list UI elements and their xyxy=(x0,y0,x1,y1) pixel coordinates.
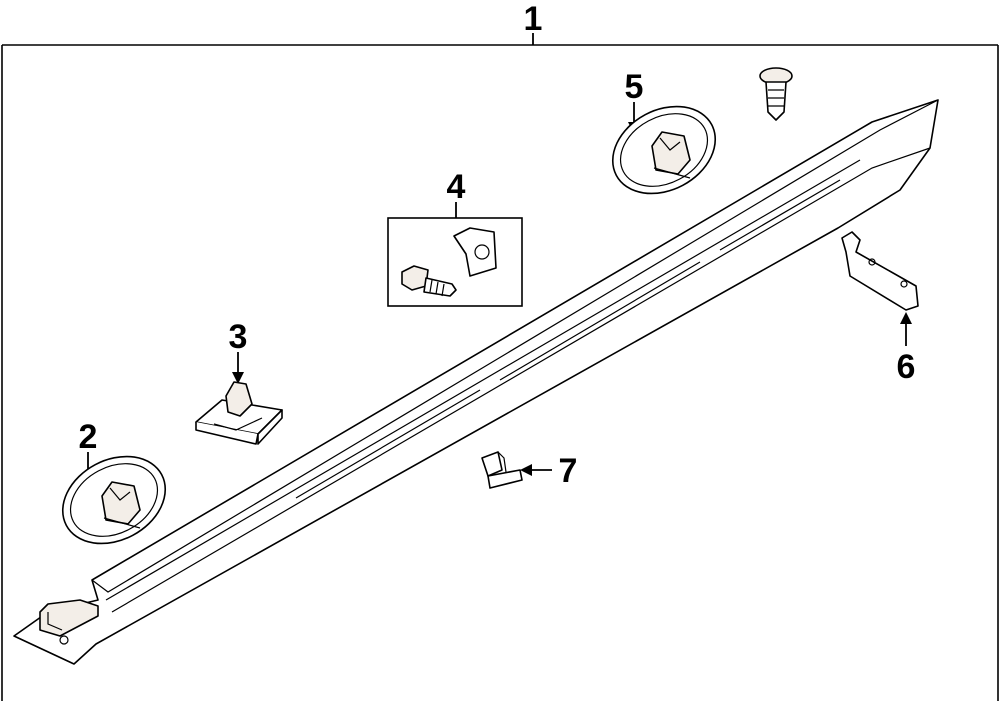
small-clip[interactable] xyxy=(481,451,523,489)
callout-1[interactable]: 1 xyxy=(524,0,543,45)
mounting-bracket[interactable] xyxy=(841,231,919,311)
retainer-clip-right[interactable] xyxy=(598,89,731,210)
callout-6-label: 6 xyxy=(897,348,916,386)
diagram-frame xyxy=(1,44,999,701)
retainer-clip-left[interactable] xyxy=(48,439,181,560)
callout-1-label: 1 xyxy=(524,0,543,38)
callout-5-label: 5 xyxy=(625,68,644,106)
screw-nut-kit[interactable] xyxy=(387,217,523,307)
callout-4-label: 4 xyxy=(447,168,466,206)
callout-2-label: 2 xyxy=(79,418,98,456)
fastener-clip[interactable] xyxy=(195,381,283,445)
callout-4[interactable]: 4 xyxy=(447,168,466,218)
callout-3[interactable]: 3 xyxy=(229,318,248,384)
trim-screw[interactable] xyxy=(759,67,793,121)
rocker-panel-moulding[interactable] xyxy=(13,99,939,665)
callout-7-label: 7 xyxy=(559,452,578,490)
callout-3-label: 3 xyxy=(229,318,248,356)
callout-6[interactable]: 6 xyxy=(897,312,916,386)
callout-7[interactable]: 7 xyxy=(520,452,577,490)
